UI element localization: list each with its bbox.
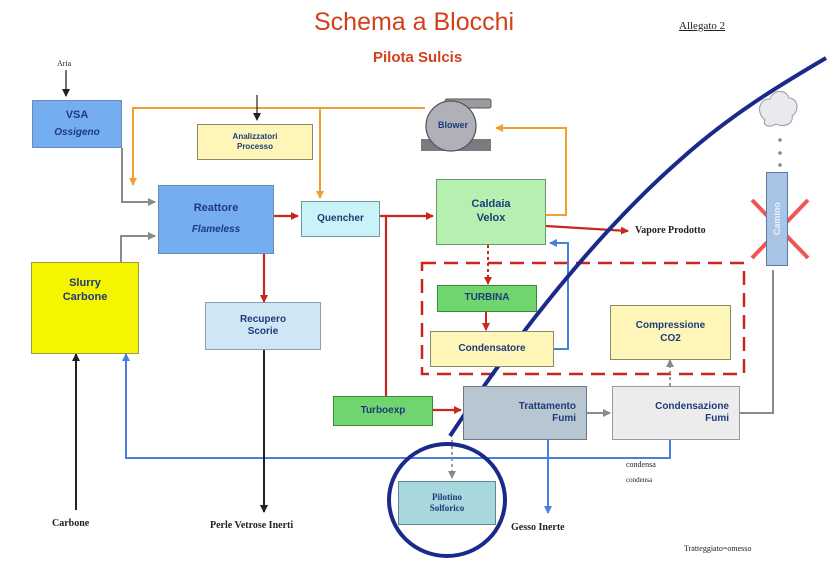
- caldaia-line1: Caldaia: [471, 198, 511, 211]
- pilotino-line2: Solforico: [429, 503, 465, 513]
- blower-icon: [421, 98, 492, 152]
- caldaia-block: Caldaia Velox: [436, 179, 546, 245]
- turboexp-block: Turboexp: [333, 396, 433, 426]
- page-subtitle: Pilota Sulcis: [373, 49, 463, 66]
- condensazione-camino-flow: [740, 270, 774, 414]
- slurry-reattore-flow: [120, 232, 156, 262]
- turbina-block: TURBINA: [437, 285, 537, 312]
- slurry-block: Slurry Carbone: [31, 262, 139, 354]
- vsa-subtitle: Ossigeno: [54, 126, 100, 138]
- slurry-line2: Carbone: [62, 290, 108, 303]
- camino-label: Camino: [771, 202, 782, 236]
- condensazione-line2: Fumi: [705, 413, 729, 424]
- vsa-block: VSA Ossigeno: [32, 100, 122, 148]
- highlight-circle: [387, 442, 507, 558]
- analizzatori-block: Analizzatori Processo: [197, 124, 313, 160]
- smoke-icon: [759, 90, 798, 167]
- tratteggiato-label: Tratteggiato=omesso: [684, 544, 752, 553]
- vapore-flow: [545, 224, 629, 235]
- recupero-block: Recupero Scorie: [205, 302, 321, 350]
- blower-reattore-flow: [129, 107, 425, 186]
- reattore-subtitle: Flameless: [191, 224, 241, 236]
- condensatore-caldaia-return: [549, 239, 569, 350]
- compressione-block: Compressione CO2: [610, 305, 731, 360]
- gesso-label: Gesso Inerte: [511, 522, 565, 533]
- recupero-line2: Scorie: [247, 326, 279, 337]
- camino-block: Camino: [766, 172, 788, 266]
- quencher-turboexp-flow: [384, 216, 401, 414]
- reattore-title: Reattore: [193, 202, 239, 215]
- trattamento-line1: Trattamento: [518, 400, 576, 412]
- carbone-label: Carbone: [52, 518, 90, 529]
- vsa-title: VSA: [65, 108, 89, 121]
- pilotino-line1: Pilotino: [431, 491, 462, 502]
- slurry-line1: Slurry: [69, 277, 101, 289]
- condensa-label-2: condensa: [626, 476, 653, 484]
- caldaia-line2: Velox: [476, 212, 506, 224]
- condensatore-block: Condensatore: [430, 331, 554, 367]
- condensazione-block: Condensazione Fumi: [612, 386, 740, 440]
- condensa-slurry-return: [122, 353, 671, 459]
- aria-label: Aria: [57, 59, 72, 68]
- condensa-label-1: condensa: [626, 460, 656, 469]
- compressione-line1: Compressione: [635, 320, 706, 331]
- omitted-turbine-group: [420, 261, 746, 376]
- attachment-label: Allegato 2: [679, 20, 726, 32]
- analizzatori-line1: Analizzatori: [232, 132, 278, 141]
- trattamento-line2: Fumi: [552, 413, 576, 424]
- condensazione-line1: Condensazione: [655, 400, 729, 412]
- blower-label: Blower: [437, 120, 468, 131]
- caldaia-blower-flow: [495, 124, 567, 216]
- pilotino-block: Pilotino Solforico: [398, 481, 496, 525]
- compressione-line2: CO2: [660, 332, 681, 344]
- perle-label: Perle Vetrose Inerti: [210, 520, 294, 531]
- page-title: Schema a Blocchi: [314, 8, 515, 36]
- quencher-block: Quencher: [301, 201, 380, 237]
- reattore-block: Reattore Flameless: [158, 185, 274, 254]
- trattamento-block: Trattamento Fumi: [463, 386, 587, 440]
- vsa-reattore-flow: [121, 148, 156, 206]
- analizzatori-line2: Processo: [236, 142, 274, 151]
- vapore-label: Vapore Prodotto: [635, 225, 706, 236]
- recupero-line1: Recupero: [239, 313, 287, 325]
